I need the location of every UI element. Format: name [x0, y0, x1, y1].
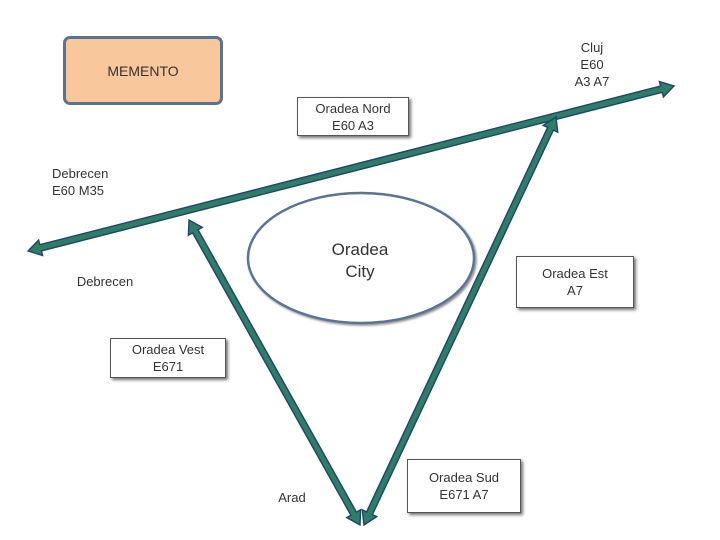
road-debrecen-cluj	[26, 80, 676, 257]
debrecen-e60-label: Debrecen E60 M35	[52, 166, 109, 198]
arad-label: Arad	[278, 490, 306, 505]
road-oradea-vest-arad	[187, 218, 362, 527]
oradea-city-ellipse	[246, 191, 476, 325]
oradea-city-label: Oradea City	[331, 240, 389, 281]
oradea-vest-box: Oradea Vest E671	[110, 338, 226, 378]
memento-box: MEMENTO	[63, 36, 223, 105]
road-sud-est	[361, 115, 559, 527]
roads-group	[26, 80, 676, 527]
oradea-nord-box: Oradea Nord E60 A3	[297, 97, 409, 136]
memento-label: MEMENTO	[107, 62, 179, 79]
oradea-sud-box: Oradea Sud E671 A7	[407, 459, 521, 513]
oradea-est-box: Oradea Est A7	[516, 256, 634, 308]
cluj-label: Cluj E60 A3 A7	[574, 40, 610, 89]
debrecen-label: Debrecen	[76, 274, 134, 289]
